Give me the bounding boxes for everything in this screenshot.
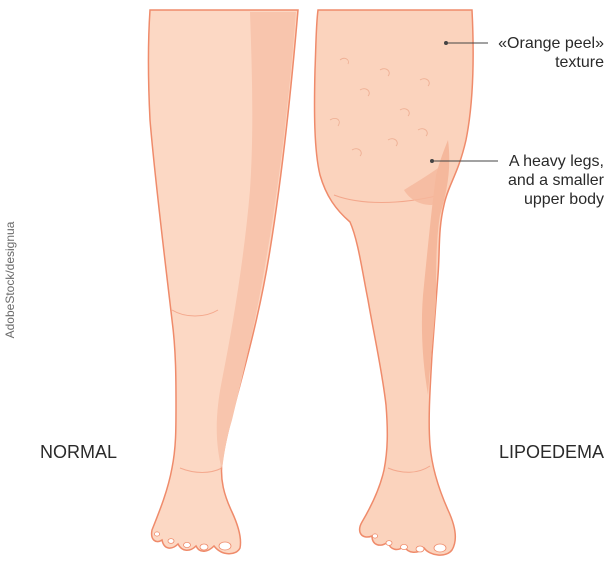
toenail bbox=[386, 541, 392, 546]
toenail bbox=[416, 546, 424, 552]
annotation-heavy-legs: A heavy legs, and a smaller upper body bbox=[480, 152, 604, 209]
label-lipoedema: LIPOEDEMA bbox=[480, 443, 604, 462]
toenail bbox=[372, 534, 377, 538]
toenail bbox=[154, 532, 159, 536]
lipoedema-leg bbox=[315, 10, 474, 555]
toenail bbox=[184, 542, 191, 547]
toenail bbox=[434, 544, 446, 552]
normal-leg bbox=[149, 10, 299, 554]
annotation-line: texture bbox=[480, 53, 604, 72]
toenail bbox=[401, 544, 408, 549]
toenail bbox=[168, 539, 174, 544]
toenail bbox=[200, 544, 208, 550]
annotation-line: A heavy legs, bbox=[480, 152, 604, 171]
lipoedema-leg-skin bbox=[315, 10, 474, 555]
annotation-orange-peel: «Orange peel» texture bbox=[480, 34, 604, 72]
leader-dot bbox=[444, 41, 448, 45]
toenail bbox=[219, 542, 231, 550]
leader-dot bbox=[430, 159, 434, 163]
annotation-line: and a smaller bbox=[480, 171, 604, 190]
annotation-line: «Orange peel» bbox=[480, 34, 604, 53]
annotation-line: upper body bbox=[480, 190, 604, 209]
label-normal: NORMAL bbox=[40, 443, 117, 462]
